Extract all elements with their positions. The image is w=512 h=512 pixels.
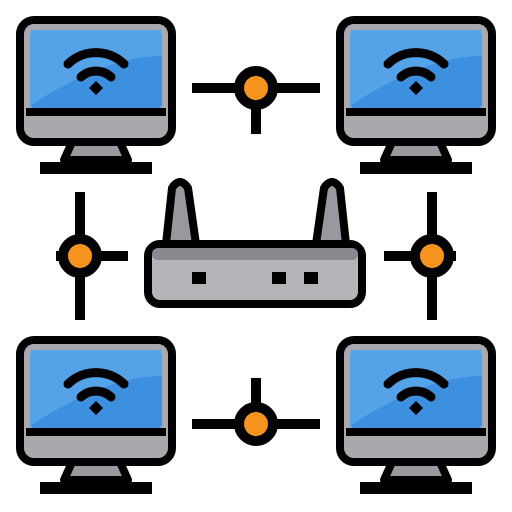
router-light [272, 272, 286, 284]
monitor-base [40, 482, 152, 494]
monitor-base [360, 482, 472, 494]
monitor-wifi-icon [16, 16, 176, 174]
router-top-strip [152, 248, 358, 260]
monitor-bottom-right [336, 336, 496, 494]
monitor-base [360, 162, 472, 174]
monitor-base [40, 162, 152, 174]
router-antenna-left [162, 178, 200, 248]
wifi-icon [63, 368, 129, 415]
monitor-top-left [16, 16, 176, 174]
router-antenna-right [312, 178, 350, 248]
wifi-icon [383, 48, 449, 95]
connector-node-icon [192, 378, 320, 446]
wifi-router-icon [144, 178, 366, 308]
router-light [192, 272, 206, 284]
monitor-top-right [336, 16, 496, 174]
wifi-icon [63, 48, 129, 95]
monitor-wifi-icon [336, 336, 496, 494]
connector-node-icon [56, 192, 128, 320]
wifi-icon [383, 368, 449, 415]
connector-node-icon [384, 192, 456, 320]
monitor-wifi-icon [16, 336, 176, 494]
router-light [304, 272, 318, 284]
connector-node-icon [192, 66, 320, 134]
monitor-wifi-icon [336, 16, 496, 174]
monitor-bottom-left [16, 336, 176, 494]
